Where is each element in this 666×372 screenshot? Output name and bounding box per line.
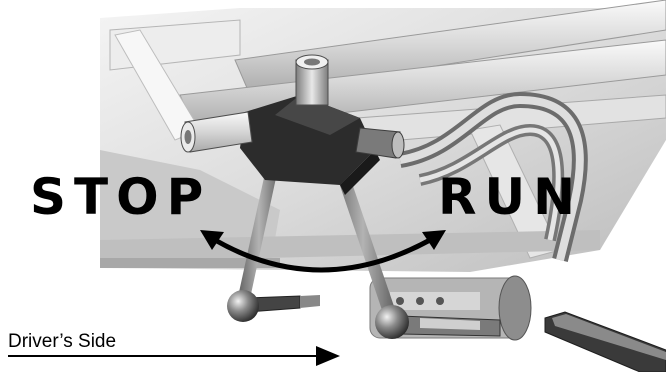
run-label: RUN xyxy=(438,172,583,222)
stop-label: STOP xyxy=(30,172,211,222)
drivers-side-label: Driver’s Side xyxy=(8,332,116,351)
